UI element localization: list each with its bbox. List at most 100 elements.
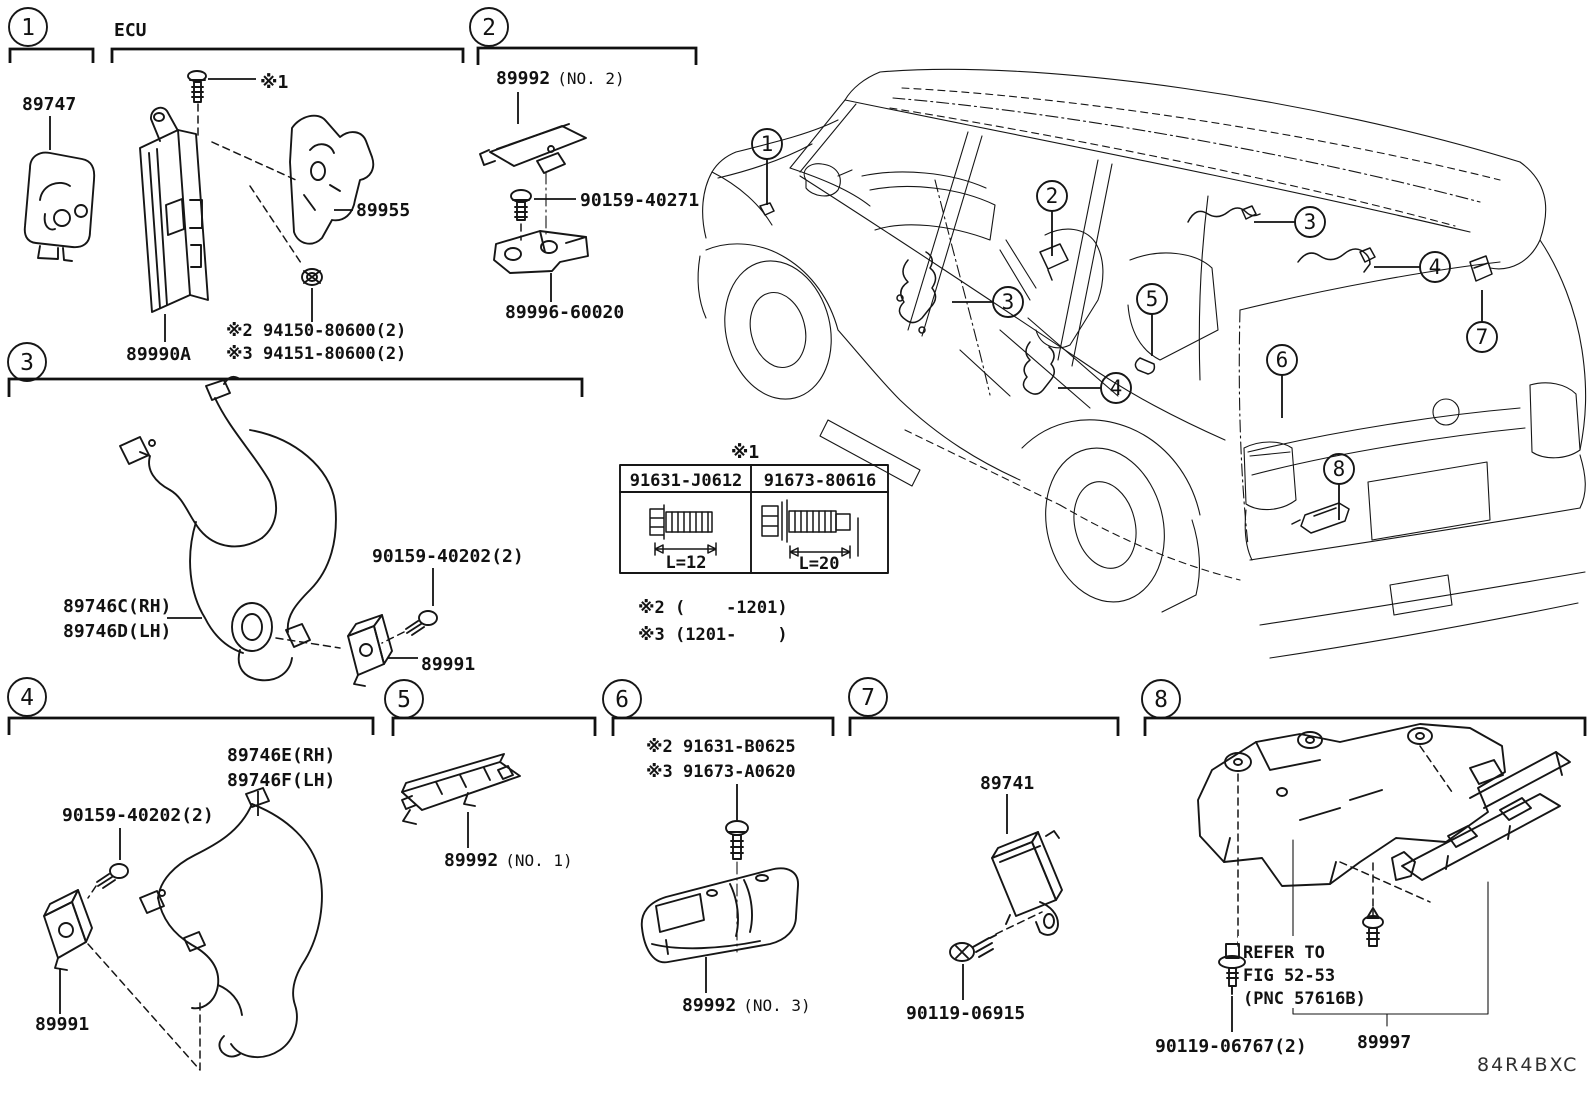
group-bracket xyxy=(476,46,698,65)
figure-code: 84R4BXC xyxy=(1477,1054,1578,1076)
callout-3-roof[interactable]: 3 xyxy=(1294,206,1326,238)
callout-7-header[interactable]: 7 xyxy=(848,677,888,717)
group-bracket xyxy=(391,716,597,736)
part-number-89747[interactable]: 89747 xyxy=(22,94,76,115)
part-number-90119-06915[interactable]: 90119-06915 xyxy=(906,1003,1025,1024)
table-col2-part[interactable]: 91673-80616 xyxy=(764,471,877,491)
note-ref3-s6[interactable]: ※3 91673-A0620 xyxy=(646,762,796,782)
group-bracket xyxy=(8,47,95,63)
bracket-89996-60020-drawing xyxy=(493,230,589,274)
screw-left-drawing xyxy=(1218,943,1246,995)
callout-4-rear[interactable]: 4 xyxy=(1419,251,1451,283)
ecu-89990a-drawing xyxy=(139,106,209,313)
ecu-label: ECU xyxy=(114,20,147,41)
antenna-89997-drawing xyxy=(1391,751,1571,881)
group-bracket xyxy=(611,716,835,736)
bolt-drawing xyxy=(725,820,749,860)
part-number-89746e[interactable]: 89746E(RH) xyxy=(227,745,335,766)
note-ref2[interactable]: ※2 94150-80600(2) xyxy=(226,321,406,341)
vehicle-sketch: 1 2 3 3 4 4 5 6 7 8 xyxy=(697,68,1587,659)
screw-drawing xyxy=(510,189,532,221)
callout-8-header[interactable]: 8 xyxy=(1141,679,1181,719)
part-number-89746d[interactable]: 89746D(LH) xyxy=(63,621,171,642)
part-number-90159-40271[interactable]: 90159-40271 xyxy=(580,190,699,211)
part-number-89746c[interactable]: 89746C(RH) xyxy=(63,596,171,617)
refer-note-line2: FIG 52-53 xyxy=(1243,966,1335,986)
hidden-line xyxy=(275,637,341,649)
hidden-line xyxy=(995,911,1043,935)
callout-number: 1 xyxy=(21,15,35,41)
table-note3: ※3 (1201- ) xyxy=(638,625,788,645)
part-number-89992-no2[interactable]: 89992(NO. 2) xyxy=(496,68,625,89)
part-number-89955[interactable]: 89955 xyxy=(356,200,410,221)
part-number-90159-40202-s3[interactable]: 90159-40202(2) xyxy=(372,546,524,567)
callout-6[interactable]: 6 xyxy=(1266,344,1298,376)
section-2: 2 89992(NO. 2) 90159-40271 89996-60020 xyxy=(469,7,699,323)
group-bracket xyxy=(848,716,1120,736)
hidden-line xyxy=(87,943,201,1071)
hidden-line xyxy=(1237,745,1453,947)
ref-mark-1: ※1 xyxy=(260,72,288,93)
svg-text:3: 3 xyxy=(20,350,34,376)
part-number-90159-40202-s4[interactable]: 90159-40202(2) xyxy=(62,805,214,826)
in-car-part-sketches xyxy=(759,202,1493,534)
callout-2-header[interactable]: 2 xyxy=(469,7,509,47)
svg-text:4: 4 xyxy=(1429,255,1442,279)
part-number-89992-no3[interactable]: 89992(NO. 3) xyxy=(682,995,811,1016)
svg-text:7: 7 xyxy=(1476,325,1489,349)
part-number-89996-60020[interactable]: 89996-60020 xyxy=(505,302,624,323)
note-ref2-s6[interactable]: ※2 91631-B0625 xyxy=(646,737,796,757)
callout-4-header[interactable]: 4 xyxy=(7,677,47,717)
part-number-90119-06767[interactable]: 90119-06767(2) xyxy=(1155,1036,1307,1057)
callout-6-header[interactable]: 6 xyxy=(602,679,642,719)
sensor-89991-s3-drawing xyxy=(347,614,393,687)
sensor-89991-s4-drawing xyxy=(43,889,93,971)
callout-1[interactable]: 1 xyxy=(751,128,783,160)
screw-drawing xyxy=(187,70,207,103)
callout-3-header[interactable]: 3 xyxy=(7,342,47,382)
svg-text:4: 4 xyxy=(20,685,34,711)
callout-4-cabin[interactable]: 4 xyxy=(1100,372,1132,404)
table-col1-part[interactable]: 91631-J0612 xyxy=(630,471,743,491)
refer-note-line1: REFER TO xyxy=(1243,943,1325,963)
part-number-89746f[interactable]: 89746F(LH) xyxy=(227,770,335,791)
note-ref3[interactable]: ※3 94151-80600(2) xyxy=(226,344,406,364)
receiver-89741-drawing xyxy=(991,830,1063,936)
part-number-89991-s3[interactable]: 89991 xyxy=(421,654,475,675)
callout-2[interactable]: 2 xyxy=(1036,180,1068,212)
section-4: 4 89746E(RH) 89746F(LH) 90159-40202(2) xyxy=(7,677,375,1071)
group-bracket xyxy=(7,716,375,735)
group-bracket xyxy=(7,377,584,397)
label-rule xyxy=(1292,839,1489,1027)
text-backdrop xyxy=(1238,936,1380,1008)
section-6: 6 ※2 91631-B0625 ※3 91673-A0620 89992(NO… xyxy=(602,679,835,1016)
part-number-89991-s4[interactable]: 89991 xyxy=(35,1014,89,1035)
bolt-reference-table: ※1 91631-J0612 91673-80616 L=12 L=20 ※2 … xyxy=(619,442,889,645)
screw-drawing xyxy=(96,863,129,889)
part-number-89992-no1[interactable]: 89992(NO. 1) xyxy=(444,850,573,871)
hidden-line xyxy=(381,631,405,644)
section-3: 3 89746C(RH) 89746D(LH) 90159-40202(2) xyxy=(7,342,584,687)
svg-text:7: 7 xyxy=(861,685,875,711)
callout-3-cabin[interactable]: 3 xyxy=(992,286,1024,318)
callout-8[interactable]: 8 xyxy=(1323,453,1355,485)
callout-7[interactable]: 7 xyxy=(1466,321,1498,353)
group-bracket xyxy=(1143,716,1587,736)
callout-5-header[interactable]: 5 xyxy=(384,679,424,719)
transmitter-89747-drawing xyxy=(23,151,96,262)
part-number-89997[interactable]: 89997 xyxy=(1357,1032,1411,1053)
bolt-l12-drawing xyxy=(649,504,717,556)
svg-text:2: 2 xyxy=(1046,184,1059,208)
callout-1-header[interactable]: 1 xyxy=(8,7,48,47)
bolt-l20-dim: L=20 xyxy=(799,554,840,574)
vehicle-body xyxy=(697,68,1587,659)
ecu-group: ECU ※1 89990A 899 xyxy=(110,20,465,365)
hidden-line xyxy=(211,141,297,181)
callout-5[interactable]: 5 xyxy=(1136,283,1168,315)
part-number-89990a[interactable]: 89990A xyxy=(126,344,191,365)
svg-text:4: 4 xyxy=(1110,376,1123,400)
svg-text:1: 1 xyxy=(761,132,774,156)
part-number-89741[interactable]: 89741 xyxy=(980,773,1034,794)
svg-text:6: 6 xyxy=(1276,348,1289,372)
